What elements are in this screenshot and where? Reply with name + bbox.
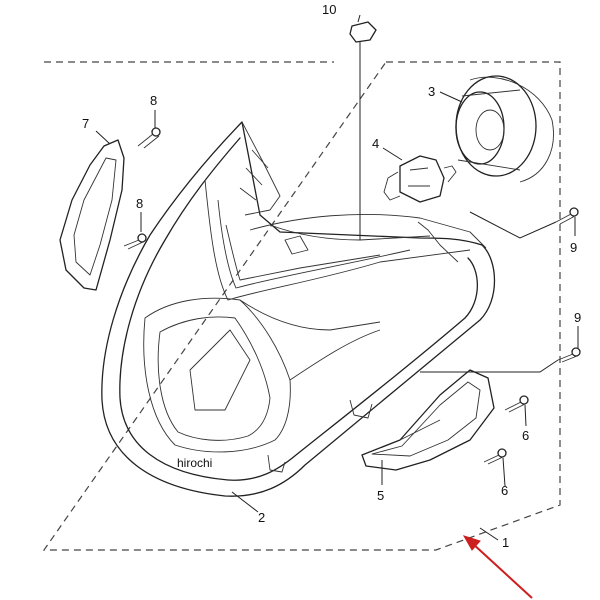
- callout-9b: 9: [574, 310, 581, 325]
- clip-part: [349, 21, 377, 43]
- screw-6-upper: [504, 395, 529, 413]
- screw-9-upper: [555, 207, 579, 225]
- callout-3: 3: [428, 84, 435, 99]
- screw-8-upper: [137, 127, 161, 149]
- screw-9-lower: [557, 347, 581, 363]
- assembly-boundary: [42, 61, 561, 551]
- screw-6-lower: [483, 448, 507, 465]
- callout-2: 2: [258, 510, 265, 525]
- callout-5: 5: [377, 488, 384, 503]
- callout-6a: 6: [522, 428, 529, 443]
- side-lamp: [59, 139, 125, 291]
- red-arrow-icon: [462, 535, 533, 599]
- callout-8b: 8: [136, 196, 143, 211]
- leader-lines: [95, 14, 579, 541]
- callout-10: 10: [322, 2, 336, 17]
- rear-cover: [249, 213, 487, 249]
- callout-6b: 6: [501, 483, 508, 498]
- callout-1: 1: [502, 535, 509, 550]
- callout-7: 7: [82, 116, 89, 131]
- watermark-text: hirochi: [177, 456, 212, 470]
- headlight-bulb: [383, 155, 457, 203]
- callout-8a: 8: [150, 93, 157, 108]
- screw-8-lower: [123, 233, 147, 250]
- headlight-housing: [101, 121, 496, 497]
- callout-4: 4: [372, 136, 379, 151]
- callout-9a: 9: [570, 240, 577, 255]
- socket-cover: [455, 75, 554, 183]
- position-lamp: [361, 369, 495, 471]
